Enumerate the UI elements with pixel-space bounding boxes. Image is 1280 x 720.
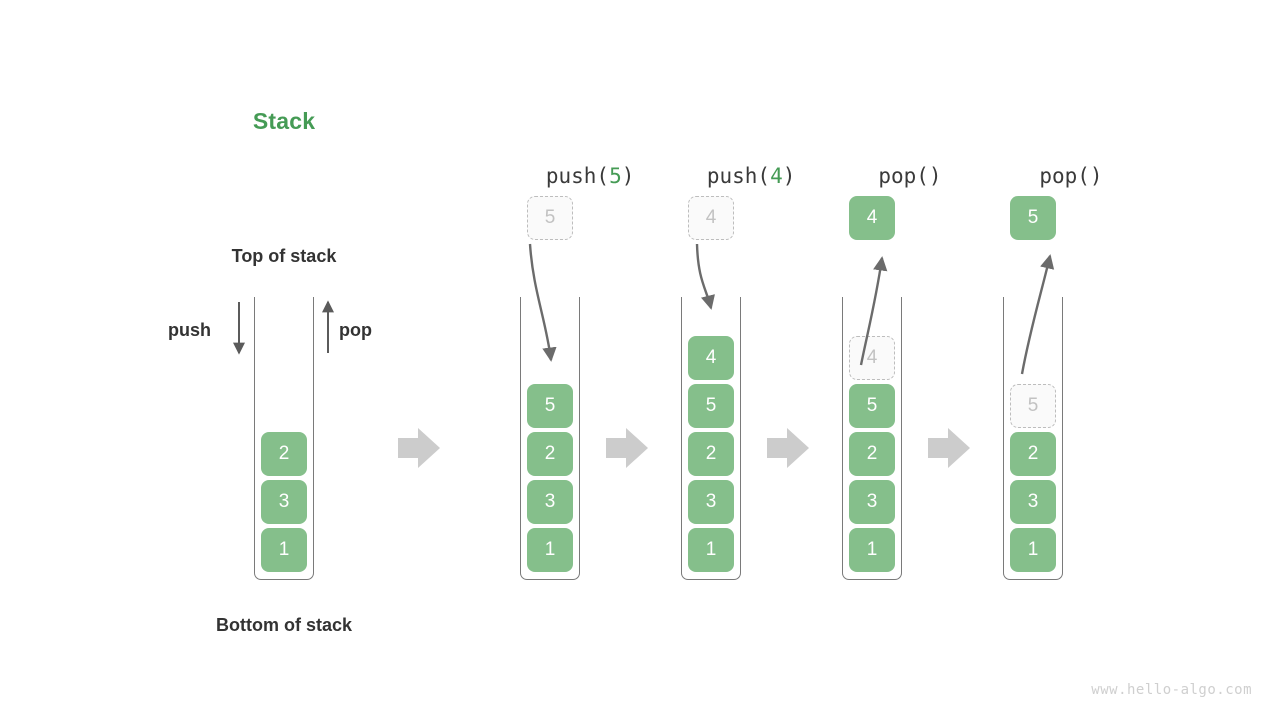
stack-cell: 4 bbox=[688, 336, 734, 380]
op-arg: 5 bbox=[609, 164, 622, 188]
stack-cell: 2 bbox=[527, 432, 573, 476]
op-close: ) bbox=[1089, 164, 1103, 188]
stack-cell: 5 bbox=[527, 384, 573, 428]
op-header-0: push(5) bbox=[470, 140, 635, 212]
stack-container bbox=[842, 297, 902, 580]
op-name: pop( bbox=[878, 164, 929, 188]
floating-node-2: 4 bbox=[849, 196, 895, 240]
stack-cell: 5 bbox=[688, 384, 734, 428]
bottom-of-stack-label: Bottom of stack bbox=[215, 615, 352, 635]
op-header-1: push(4) bbox=[631, 140, 796, 212]
stack-cell: 3 bbox=[527, 480, 573, 524]
watermark: www.hello-algo.com bbox=[1091, 682, 1252, 698]
push-label: push bbox=[168, 320, 211, 340]
op-close: ) bbox=[782, 164, 796, 188]
op-arg: 4 bbox=[770, 164, 783, 188]
floating-node-0: 5 bbox=[527, 196, 573, 240]
stack-cell: 2 bbox=[849, 432, 895, 476]
op-header-2: pop() bbox=[792, 140, 952, 212]
stack-cell: 3 bbox=[261, 480, 307, 524]
stack-container bbox=[520, 297, 580, 580]
stack-container bbox=[681, 297, 741, 580]
page-title: Stack bbox=[252, 108, 316, 134]
stack-cell: 1 bbox=[1010, 528, 1056, 572]
stack-cell: 1 bbox=[261, 528, 307, 572]
floating-node-1: 4 bbox=[688, 196, 734, 240]
pop-label: pop bbox=[339, 320, 372, 340]
step-arrow-icon-0 bbox=[398, 428, 440, 468]
op-close: ) bbox=[928, 164, 942, 188]
stack-cell: 2 bbox=[261, 432, 307, 476]
op-name: push( bbox=[545, 164, 610, 188]
stack-cell: 3 bbox=[1010, 480, 1056, 524]
stack-cell: 1 bbox=[849, 528, 895, 572]
op-header-3: pop() bbox=[953, 140, 1113, 212]
op-close: ) bbox=[621, 164, 635, 188]
stack-cell: 5 bbox=[1010, 384, 1056, 428]
op-name: push( bbox=[706, 164, 771, 188]
op-name: pop( bbox=[1039, 164, 1090, 188]
floating-node-3: 5 bbox=[1010, 196, 1056, 240]
top-of-stack-label: Top of stack bbox=[231, 246, 337, 266]
stack-cell: 1 bbox=[688, 528, 734, 572]
stack-cell: 2 bbox=[1010, 432, 1056, 476]
stack-container bbox=[1003, 297, 1063, 580]
stack-cell: 3 bbox=[688, 480, 734, 524]
stack-container bbox=[254, 297, 314, 580]
stack-cell: 2 bbox=[688, 432, 734, 476]
stack-cell: 5 bbox=[849, 384, 895, 428]
stack-cell: 1 bbox=[527, 528, 573, 572]
stack-cell: 3 bbox=[849, 480, 895, 524]
stack-cell: 4 bbox=[849, 336, 895, 380]
